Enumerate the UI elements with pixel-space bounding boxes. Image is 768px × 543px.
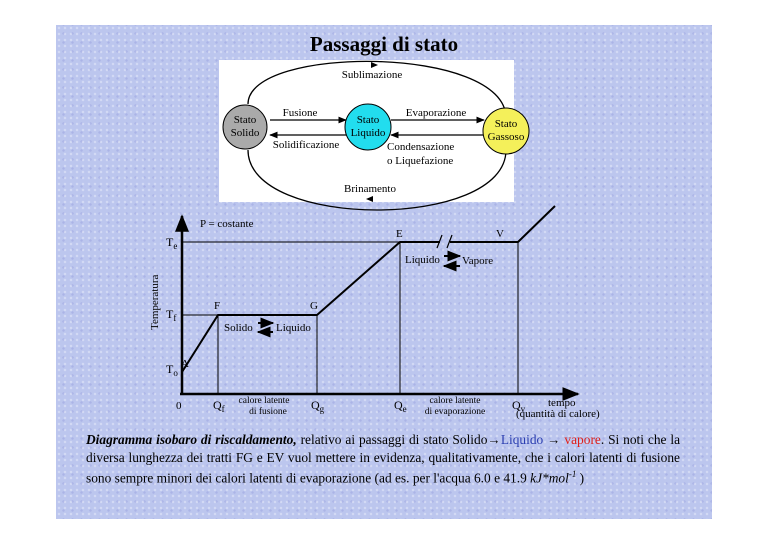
caption-liquid: Liquido xyxy=(500,432,544,447)
heating-graph: P = costante Temperatura Te Tf To 0 Qf Q… xyxy=(149,205,600,420)
point-g-label: G xyxy=(310,300,318,312)
fusion-label: Fusione xyxy=(283,107,318,119)
liquid-state-circle xyxy=(344,103,392,151)
qg-tick-label: Qg xyxy=(311,398,325,414)
point-f-label: F xyxy=(214,300,220,312)
solidification-label: Solidificazione xyxy=(273,139,340,151)
phase-cycle: Stato Solido Stato Liquido Stato Gassoso… xyxy=(222,60,530,211)
page-title: Passaggi di stato xyxy=(309,32,459,56)
te-tick-label: Te xyxy=(166,235,177,251)
solid-label: Stato xyxy=(234,114,257,126)
liquid-label: Stato xyxy=(357,114,380,126)
latent-fusion-label: calore latente xyxy=(239,396,290,406)
pressure-note: P = costante xyxy=(200,218,254,230)
heating-curve xyxy=(181,241,440,373)
to-tick-label: To xyxy=(166,362,178,378)
liquid-label-2: Liquido xyxy=(351,127,386,139)
sublimation-arc xyxy=(247,60,507,119)
deposition-arc xyxy=(247,149,507,211)
caption-arrow-2: → xyxy=(547,432,561,447)
gas-state-circle xyxy=(482,107,530,155)
caption-lead: Diagramma isobaro di riscaldamento, xyxy=(86,432,297,447)
sublimation-arrowhead xyxy=(371,62,378,68)
point-a-label: A xyxy=(181,358,189,370)
point-v-label: V xyxy=(496,228,504,240)
caption-text-2: . Si noti che la diversa lunghezza dei t… xyxy=(86,432,681,486)
evap-liquid-label: Liquido xyxy=(405,254,440,266)
heating-curve-vapor xyxy=(450,205,556,243)
qe-tick-label: Qe xyxy=(394,398,407,414)
latent-evap-label-2: di evaporazione xyxy=(425,407,485,417)
gas-label-2: Gassoso xyxy=(488,131,525,143)
caption-paragraph: Diagramma isobaro di riscaldamento, rela… xyxy=(86,431,680,487)
condensation-label: Condensazione xyxy=(387,141,454,153)
qf-tick-label: Qf xyxy=(213,398,225,414)
caption-text-1: relativo ai passaggi di stato Solido xyxy=(296,432,488,447)
caption-arrow-1: → xyxy=(487,432,501,447)
condensation-label-2: o Liquefazione xyxy=(387,155,453,167)
y-axis-label: Temperatura xyxy=(149,274,161,330)
caption-unit-exp: -1 xyxy=(568,469,577,480)
fusion-solid-label: Solido xyxy=(224,322,253,334)
evap-vapor-label: Vapore xyxy=(462,255,493,267)
evaporation-label: Evaporazione xyxy=(406,107,467,119)
axis-break-2 xyxy=(446,234,453,249)
caption-unit: kJ*mol xyxy=(530,470,569,486)
origin-label: 0 xyxy=(176,400,182,412)
deposition-label: Brinamento xyxy=(344,183,396,195)
solid-label-2: Solido xyxy=(231,127,260,139)
tf-tick-label: Tf xyxy=(166,307,176,323)
caption-vapor: vapore xyxy=(564,432,601,447)
x-axis-label: tempo xyxy=(548,397,576,409)
fusion-liquid-label: Liquido xyxy=(276,322,311,334)
point-e-label: E xyxy=(396,228,403,240)
deposition-arrowhead xyxy=(366,196,373,202)
x-axis-label-2: (quantità di calore) xyxy=(516,408,600,420)
caption-text-3: ) xyxy=(576,470,585,486)
latent-evap-label: calore latente xyxy=(430,396,481,406)
solid-state-circle xyxy=(222,104,268,150)
latent-fusion-label-2: di fusione xyxy=(249,406,287,417)
qv-tick-label: Qv xyxy=(512,398,526,414)
sublimation-label: Sublimazione xyxy=(342,69,403,81)
axis-break-1 xyxy=(436,234,443,249)
gas-label: Stato xyxy=(495,118,518,130)
